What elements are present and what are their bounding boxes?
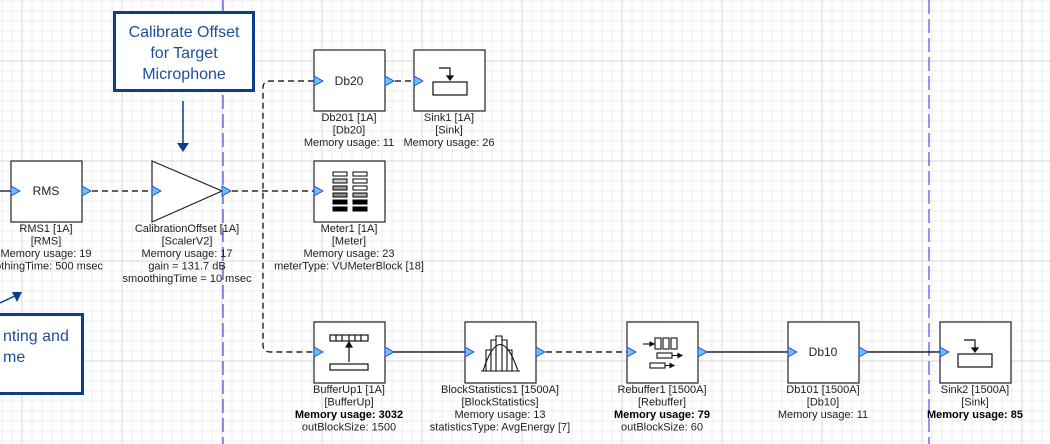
block-label: [ScalerV2] (162, 236, 213, 248)
comment-line: Calibrate Offset (128, 24, 240, 41)
block-label: Sink1 [1A] (424, 112, 474, 124)
comment-calibrate-offset[interactable]: Calibrate Offset for Target Microphone (113, 11, 255, 92)
comment-line: Microphone (142, 66, 226, 83)
port-icon[interactable] (787, 346, 798, 358)
block-label: [BlockStatistics] (461, 397, 538, 409)
port-icon[interactable] (384, 346, 395, 358)
block-label: statisticsType: AvgEnergy [7] (430, 422, 570, 434)
block-label: Memory usage: 11 (304, 137, 394, 149)
arrowhead-icon (12, 292, 22, 302)
port-icon[interactable] (697, 346, 708, 358)
block-label: BlockStatistics1 [1500A] (441, 384, 559, 396)
block-label: Memory usage: 11 (778, 409, 868, 421)
port-icon[interactable] (384, 75, 395, 87)
rms-glyph: RMS (33, 184, 60, 198)
comment-line: me (3, 349, 26, 366)
vu-meter-icon (332, 171, 368, 212)
port-icon[interactable] (10, 185, 21, 197)
port-icon[interactable] (858, 346, 869, 358)
rebuffer-icon (643, 337, 684, 369)
block-blockstatistics[interactable] (464, 321, 537, 384)
block-label: [Rebuffer] (638, 397, 686, 409)
histogram-icon (481, 335, 520, 372)
sink-icon (432, 67, 468, 96)
block-meter[interactable] (313, 160, 386, 223)
db20-glyph: Db20 (335, 74, 364, 88)
block-label: [Db10] (807, 397, 839, 409)
block-label: Memory usage: 23 (303, 248, 394, 260)
port-icon[interactable] (313, 75, 324, 87)
block-label: Rebuffer1 [1500A] (617, 384, 706, 396)
block-label: [Db20] (333, 125, 365, 137)
block-label: Memory usage: 19 (0, 248, 91, 260)
comment-line: nting and (3, 328, 69, 345)
block-label: Db201 [1A] (321, 112, 376, 124)
port-icon[interactable] (151, 185, 162, 197)
block-label: CalibrationOffset [1A] (135, 223, 239, 235)
port-icon[interactable] (464, 346, 475, 358)
port-icon[interactable] (535, 346, 546, 358)
block-rms[interactable] (10, 160, 83, 223)
block-label: meterType: VUMeterBlock [18] (274, 261, 424, 273)
port-icon[interactable] (313, 346, 324, 358)
block-label: RMS1 [1A] (19, 223, 72, 235)
block-label: Memory usage: 13 (454, 409, 545, 421)
block-label: smoothingTime = 10 msec (123, 273, 252, 285)
arrowhead-icon (177, 143, 189, 152)
block-label: BufferUp1 [1A] (313, 384, 385, 396)
block-label: [BufferUp] (324, 397, 373, 409)
block-label: [RMS] (31, 236, 62, 248)
block-db10[interactable] (787, 321, 860, 384)
block-label: oothingTime: 500 msec (0, 261, 103, 273)
block-sink1[interactable] (413, 49, 486, 112)
db10-glyph: Db10 (809, 345, 838, 359)
block-db20[interactable] (313, 49, 386, 112)
block-label: Db101 [1500A] (786, 384, 859, 396)
block-label: Memory usage: 26 (403, 137, 494, 149)
block-label: gain = 131.7 dB (148, 261, 225, 273)
block-label: Memory usage: 79 (614, 409, 710, 421)
comment-line: for Target (150, 45, 218, 62)
port-icon[interactable] (81, 185, 92, 197)
block-label: outBlockSize: 1500 (302, 422, 396, 434)
port-icon[interactable] (221, 185, 232, 197)
block-label: [Sink] (435, 125, 463, 137)
block-label: Sink2 [1500A] (941, 384, 1010, 396)
buffer-up-icon (329, 334, 369, 371)
port-icon[interactable] (413, 75, 424, 87)
block-label: outBlockSize: 60 (621, 422, 703, 434)
wire[interactable] (262, 80, 314, 353)
sink-icon (957, 339, 993, 368)
block-sink2[interactable] (939, 321, 1012, 384)
block-label: Memory usage: 85 (927, 409, 1023, 421)
block-label: [Sink] (961, 397, 989, 409)
block-label: Meter1 [1A] (321, 223, 378, 235)
block-label: Memory usage: 17 (141, 248, 232, 260)
block-label: [Meter] (332, 236, 366, 248)
block-label: Memory usage: 3032 (295, 409, 403, 421)
port-icon[interactable] (939, 346, 950, 358)
block-rebuffer[interactable] (626, 321, 699, 384)
comment-arrow (0, 294, 18, 304)
port-icon[interactable] (626, 346, 637, 358)
comment-partial[interactable]: nting and me (0, 313, 84, 395)
port-icon[interactable] (313, 185, 324, 197)
